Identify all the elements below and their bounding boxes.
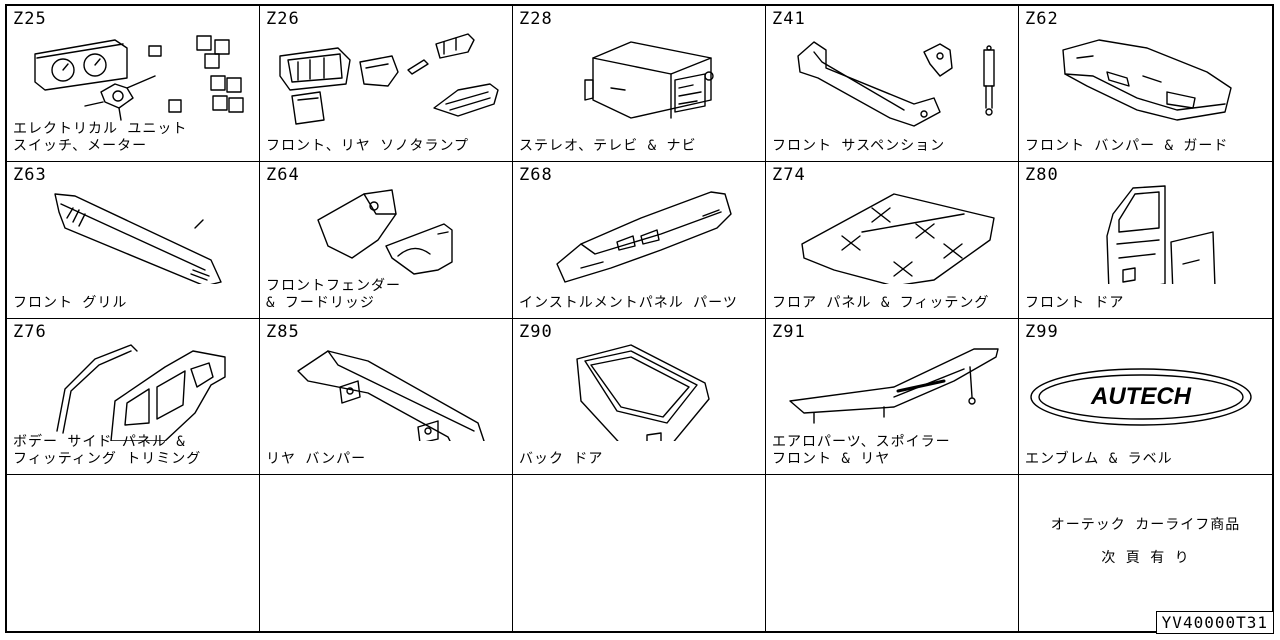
section-code: Z74	[772, 165, 806, 186]
section-label: フロント バンパー & ガード	[1025, 138, 1229, 155]
electrical-unit-icon	[15, 28, 251, 128]
section-code: Z99	[1025, 321, 1059, 342]
section-label: バック ドア	[519, 450, 604, 467]
next-page-note: オーテック カーライフ商品 次 頁 有 り	[1019, 509, 1272, 575]
section-code: Z64	[266, 165, 300, 186]
section-label: エレクトリカル ユニット スイッチ、メーター	[13, 121, 188, 155]
section-code: Z76	[13, 321, 47, 342]
section-code: Z68	[519, 165, 553, 186]
section-label: エアロパーツ、スポイラー フロント & リヤ	[772, 433, 951, 467]
section-code: Z28	[519, 9, 553, 29]
section-code: Z91	[772, 321, 806, 342]
catalog-cell-z91[interactable]: Z91 エアロパーツ、スポイラー フロント & リヤ	[766, 318, 1019, 475]
front-door-icon	[1027, 184, 1263, 295]
catalog-cell-z90[interactable]: Z90 バック ドア	[513, 318, 766, 475]
back-door-icon	[521, 341, 757, 452]
section-label: ステレオ、テレビ & ナビ	[519, 138, 697, 155]
section-label: インストルメントパネル パーツ	[519, 294, 738, 311]
section-code: Z41	[772, 9, 806, 29]
section-label: フロントフェンダー & フードリッジ	[266, 277, 401, 311]
section-code: Z62	[1025, 9, 1059, 29]
front-bumper-icon	[1027, 28, 1263, 128]
rear-bumper-icon	[268, 341, 504, 454]
section-label: フロント、リヤ ソノタランプ	[266, 138, 470, 155]
section-label: エンブレム & ラベル	[1025, 450, 1173, 467]
catalog-cell-empty	[766, 474, 1019, 631]
catalog-code: YV40000T31	[1155, 611, 1274, 634]
catalog-cell-z63[interactable]: Z63 フロント グリル	[7, 162, 260, 319]
section-label: フロント グリル	[13, 294, 128, 311]
instrument-panel-icon	[521, 184, 757, 284]
emblem-icon: AUTECH	[1027, 341, 1263, 441]
fender-icon	[268, 184, 504, 284]
catalog-cell-z74[interactable]: Z74 フロア パネル & フィッテング	[766, 162, 1019, 319]
spoiler-icon	[774, 341, 1010, 441]
section-label: リヤ バンパー	[266, 450, 367, 467]
catalog-cell-z41[interactable]: Z41 フロント サスペンション	[766, 6, 1019, 163]
emblem-text: AUTECH	[1090, 383, 1192, 410]
section-code: Z90	[519, 321, 553, 342]
suspension-icon	[774, 28, 1010, 128]
lamp-icon	[268, 28, 504, 128]
parts-catalog-grid: Z25 エレクトリカル ユニット スイッチ、メーター Z26	[5, 4, 1274, 633]
body-side-panel-icon	[15, 341, 251, 442]
grille-icon	[15, 184, 251, 287]
note-next-page: 次 頁 有 り	[1101, 549, 1190, 566]
section-label: フロント サスペンション	[772, 138, 946, 155]
section-code: Z26	[266, 9, 300, 29]
catalog-cell-z62[interactable]: Z62 フロント バンパー & ガード	[1019, 6, 1272, 163]
note-title: オーテック カーライフ商品	[1050, 516, 1241, 533]
catalog-cell-z64[interactable]: Z64 フロントフェンダー & フードリッジ	[260, 162, 513, 319]
catalog-cell-z26[interactable]: Z26 フロント、リヤ ソノタランプ	[260, 6, 513, 163]
section-code: Z63	[13, 165, 47, 186]
catalog-cell-empty	[513, 474, 766, 631]
catalog-cell-z25[interactable]: Z25 エレクトリカル ユニット スイッチ、メーター	[7, 6, 260, 163]
catalog-cell-note: オーテック カーライフ商品 次 頁 有 り	[1019, 474, 1272, 631]
catalog-cell-z68[interactable]: Z68 インストルメントパネル パーツ	[513, 162, 766, 319]
catalog-cell-z80[interactable]: Z80 フロント ドア	[1019, 162, 1272, 319]
section-code: Z85	[266, 321, 300, 342]
section-label: ボデー サイド パネル & フィッティング トリミング	[13, 433, 202, 467]
section-code: Z80	[1025, 165, 1059, 186]
section-label: フロア パネル & フィッテング	[772, 294, 990, 311]
catalog-cell-z76[interactable]: Z76 ボデー サイド パネル & フィッティング トリミング	[7, 318, 260, 475]
section-code: Z25	[13, 9, 47, 29]
catalog-cell-z28[interactable]: Z28 ステレオ、テレビ & ナビ	[513, 6, 766, 163]
catalog-cell-empty	[7, 474, 260, 631]
catalog-cell-z99[interactable]: Z99 AUTECH エンブレム & ラベル	[1019, 318, 1272, 475]
catalog-cell-z85[interactable]: Z85 リヤ バンパー	[260, 318, 513, 475]
stereo-icon	[521, 28, 757, 128]
section-label: フロント ドア	[1025, 294, 1125, 311]
catalog-cell-empty	[260, 474, 513, 631]
floor-panel-icon	[774, 184, 1010, 287]
